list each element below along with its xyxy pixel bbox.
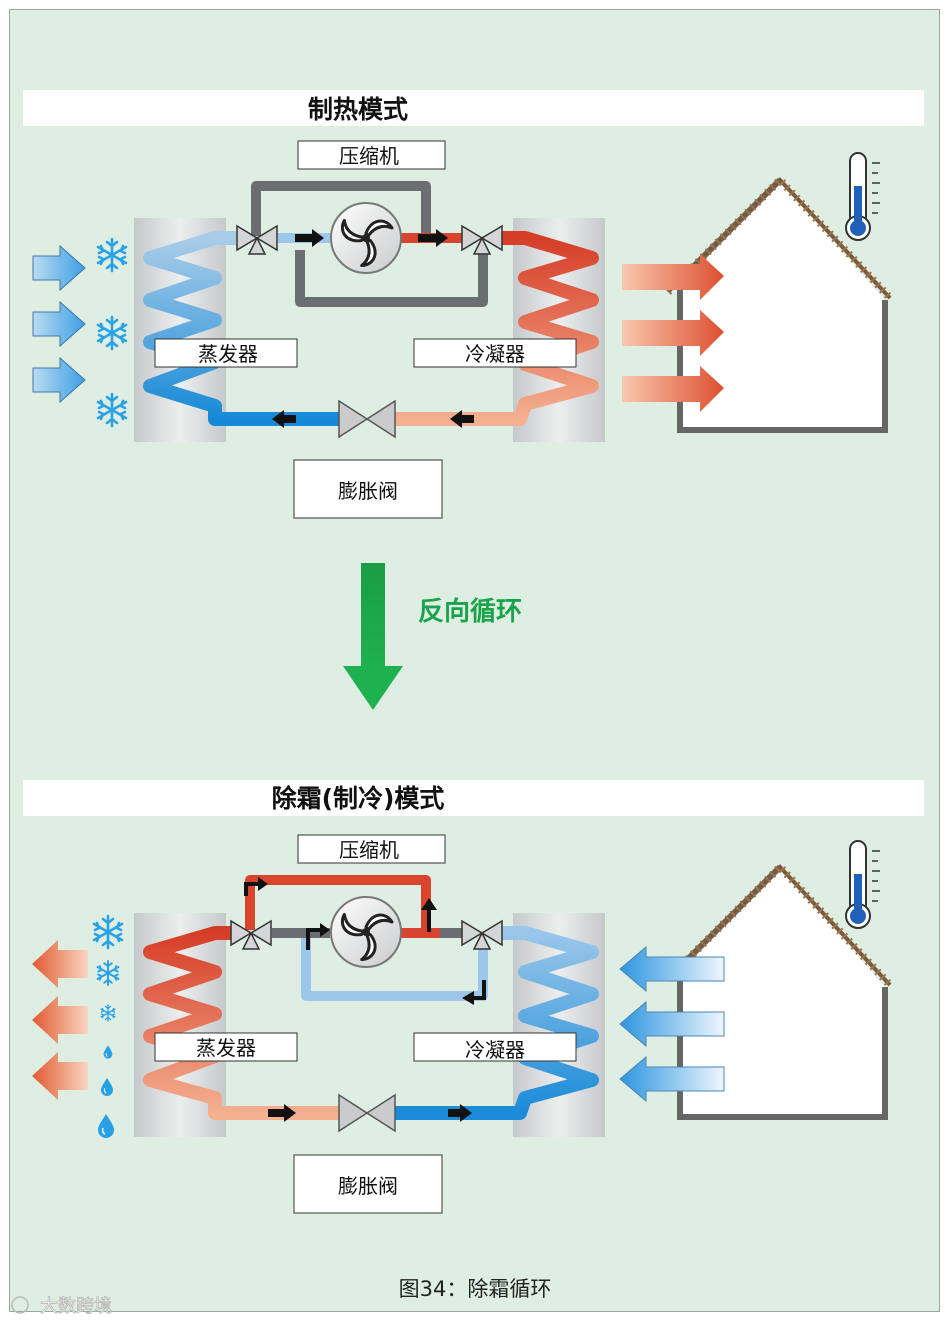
defrost-condenser-label: 冷凝器 bbox=[465, 1038, 525, 1062]
snowflake-icon bbox=[96, 315, 128, 351]
reverse-cycle-label: 反向循环 bbox=[418, 596, 522, 627]
defrost-evaporator-label: 蒸发器 bbox=[196, 1036, 256, 1060]
defrost-title-bar bbox=[23, 780, 924, 816]
defrost-flow-arrows bbox=[244, 877, 486, 1122]
snowflake-icon bbox=[96, 960, 120, 986]
snowflake-icon bbox=[96, 237, 128, 273]
expansion-valve-icon bbox=[338, 1094, 396, 1132]
watermark-logo-icon bbox=[11, 1296, 29, 1314]
reversing-valve-right bbox=[461, 225, 503, 255]
condenser-coil bbox=[394, 231, 599, 426]
evaporator-coil bbox=[143, 231, 340, 426]
defrost-compressor-label: 压缩机 bbox=[339, 838, 399, 862]
reverse-cycle-arrow: 反向循环 bbox=[343, 563, 522, 710]
snowflake-icon bbox=[92, 914, 124, 950]
watermark: 大数跨境 bbox=[11, 1296, 112, 1317]
evaporator-coil-hot bbox=[143, 926, 340, 1120]
compressor-fan-icon bbox=[329, 895, 403, 969]
heating-evaporator-label: 蒸发器 bbox=[198, 342, 258, 366]
defrost-title: 除霜(制冷)模式 bbox=[272, 784, 445, 813]
water-drop-icon bbox=[100, 1077, 114, 1097]
defrost-section: 除霜(制冷)模式 bbox=[23, 780, 924, 1214]
watermark-text: 大数跨境 bbox=[40, 1296, 112, 1317]
figure-caption: 图34：除霜循环 bbox=[399, 1277, 552, 1301]
thermometer-icon bbox=[845, 152, 881, 241]
heating-title-bar bbox=[23, 90, 924, 126]
outgoing-warm-air-arrows-left bbox=[32, 940, 88, 1100]
incoming-cool-air-arrows bbox=[619, 945, 725, 1103]
compressor-discharge-pipe bbox=[251, 181, 431, 236]
reversing-valve-right bbox=[461, 920, 503, 950]
heating-title: 制热模式 bbox=[308, 95, 408, 124]
compressor-return-pipe bbox=[295, 250, 488, 307]
water-drop-icon bbox=[97, 1113, 115, 1139]
heating-compressor-label: 压缩机 bbox=[339, 144, 399, 168]
suction-loop-pipe bbox=[301, 933, 488, 1001]
flow-arrows bbox=[272, 229, 474, 428]
water-drop-icon bbox=[103, 1044, 113, 1060]
incoming-cold-air-arrows bbox=[32, 244, 86, 404]
expansion-valve-icon bbox=[338, 400, 396, 438]
heating-condenser-label: 冷凝器 bbox=[465, 342, 525, 366]
snowflake-icon bbox=[96, 392, 128, 428]
defrost-expansion-valve-label: 膨胀阀 bbox=[338, 1174, 398, 1198]
snowflake-icon bbox=[100, 1004, 116, 1022]
compressor-fan-icon bbox=[329, 201, 403, 275]
heating-section: 制热模式 bbox=[23, 90, 924, 519]
thermometer-icon bbox=[845, 840, 881, 929]
outgoing-warm-air-arrows bbox=[622, 254, 724, 412]
heating-expansion-valve-label: 膨胀阀 bbox=[338, 479, 398, 503]
condenser-coil-cold bbox=[394, 926, 599, 1120]
